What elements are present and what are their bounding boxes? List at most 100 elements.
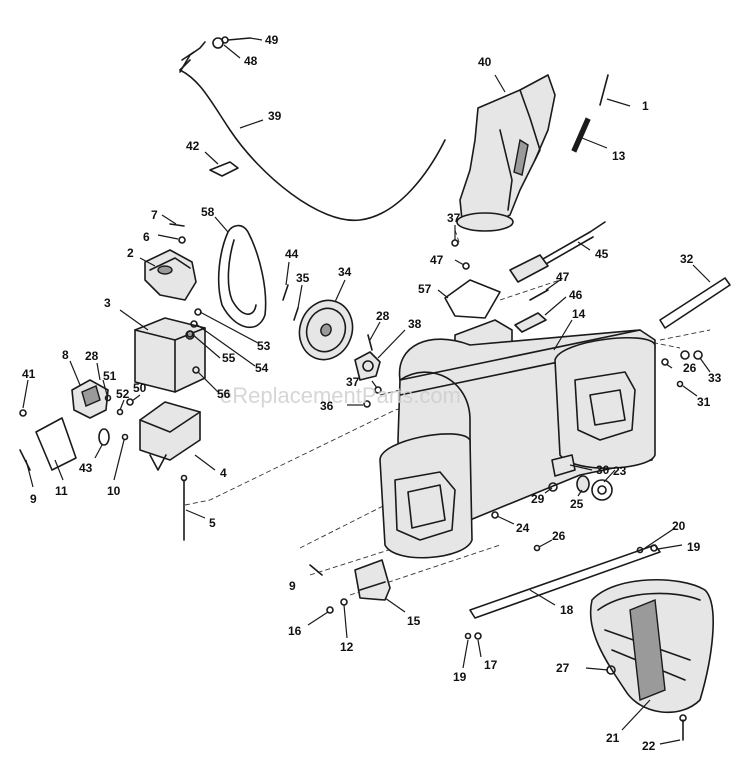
callout-52: 52: [116, 387, 130, 401]
skid-shoe: [354, 559, 391, 601]
callout-51: 51: [103, 369, 117, 383]
screw-35: [293, 307, 299, 321]
control-cable: [179, 59, 446, 222]
bolt-24: [491, 511, 499, 519]
callout-28-right: 28: [376, 309, 390, 323]
watermark-text: eReplacementParts.com: [220, 383, 461, 408]
skid-strip: [659, 277, 731, 329]
plate-11: [35, 417, 77, 471]
callout-23: 23: [613, 464, 627, 478]
washer-48: [212, 37, 224, 49]
chute-pin: [599, 74, 609, 106]
washer-55: [186, 330, 194, 338]
bolt-26-upper: [661, 358, 669, 366]
callout-18: 18: [560, 603, 574, 617]
callout-57: 57: [418, 282, 432, 296]
callout-33: 33: [708, 371, 722, 385]
callout-25: 25: [570, 497, 584, 511]
callout-20: 20: [672, 519, 686, 533]
callout-42: 42: [186, 139, 200, 153]
chute-flange: [444, 279, 501, 319]
callout-28-left: 28: [85, 349, 99, 363]
callout-30: 30: [596, 463, 610, 477]
callout-11: 11: [55, 484, 68, 498]
fastener-51: [104, 394, 112, 402]
callout-27: 27: [556, 661, 570, 675]
callout-47-left: 47: [430, 253, 444, 267]
callout-14: 14: [572, 307, 586, 321]
callout-37-upper: 37: [447, 211, 461, 225]
callout-26-lower: 26: [552, 529, 566, 543]
callout-8: 8: [62, 348, 69, 362]
washer-12: [340, 598, 348, 606]
bolt-19-lower: [464, 632, 472, 640]
leader-lines: [22, 37, 711, 745]
screw-7: [169, 223, 185, 227]
callout-19-lower: 19: [453, 670, 467, 684]
callout-37-lower: 37: [346, 375, 360, 389]
bearing-25: [576, 475, 590, 493]
auger: [589, 578, 714, 714]
housing-side-right: [554, 336, 656, 469]
callout-41: 41: [22, 367, 36, 381]
callout-49: 49: [265, 33, 279, 47]
screw-6: [178, 236, 186, 244]
callout-7: 7: [151, 208, 158, 222]
callout-43: 43: [79, 461, 93, 475]
callout-58: 58: [201, 205, 215, 219]
callout-4: 4: [220, 466, 227, 480]
shear-bolt-22: [679, 714, 687, 741]
chute-handle: [571, 117, 591, 153]
callout-labels: 1 2 3 4 5 6 7 8 9 9 10 11 12 13 14 15 16…: [22, 33, 722, 753]
bolt-37-upper: [451, 239, 459, 247]
bearing-plate: [354, 351, 381, 381]
callout-36: 36: [320, 399, 334, 413]
callout-55: 55: [222, 351, 236, 365]
belt-cover: [144, 249, 197, 301]
bushing-29: [548, 482, 558, 492]
bolt-31: [676, 380, 684, 388]
washer-33: [680, 350, 703, 360]
callout-12: 12: [340, 640, 354, 654]
callout-38: 38: [408, 317, 422, 331]
bolt-36: [363, 400, 371, 408]
callout-48: 48: [244, 54, 258, 68]
chute-crank: [509, 221, 606, 283]
battery-tray: [139, 401, 201, 471]
callout-17: 17: [484, 658, 498, 672]
fastener-50: [126, 398, 134, 406]
callout-19-upper: 19: [687, 540, 701, 554]
flange-23: [591, 479, 613, 501]
bolt-26-lower: [533, 544, 541, 552]
callout-47-right: 47: [556, 270, 570, 284]
callout-2: 2: [127, 246, 134, 260]
callout-16: 16: [288, 624, 302, 638]
cable-clip: [209, 161, 239, 177]
bolt-47-right: [529, 289, 549, 301]
pin-9-center: [309, 564, 323, 576]
knob-43: [98, 428, 110, 446]
callout-15: 15: [407, 614, 421, 628]
fastener-52: [116, 408, 124, 416]
callout-6: 6: [143, 230, 150, 244]
nut-17: [474, 632, 482, 640]
washer-56: [192, 366, 200, 374]
callout-46: 46: [569, 288, 583, 302]
cable-bracket: [179, 41, 206, 73]
callout-50: 50: [133, 381, 147, 395]
housing-side-left: [379, 433, 473, 559]
callout-9-left: 9: [30, 492, 37, 506]
callout-9-center: 9: [289, 579, 296, 593]
callout-54: 54: [255, 361, 269, 375]
callout-31: 31: [697, 395, 711, 409]
callout-32: 32: [680, 252, 694, 266]
callout-3: 3: [104, 296, 111, 310]
switch-mount: [71, 379, 109, 419]
callout-26-upper: 26: [683, 361, 697, 375]
callout-34: 34: [338, 265, 352, 279]
callout-1: 1: [642, 99, 649, 113]
screw-44: [282, 284, 289, 301]
callout-53: 53: [257, 339, 271, 353]
callout-35: 35: [296, 271, 310, 285]
